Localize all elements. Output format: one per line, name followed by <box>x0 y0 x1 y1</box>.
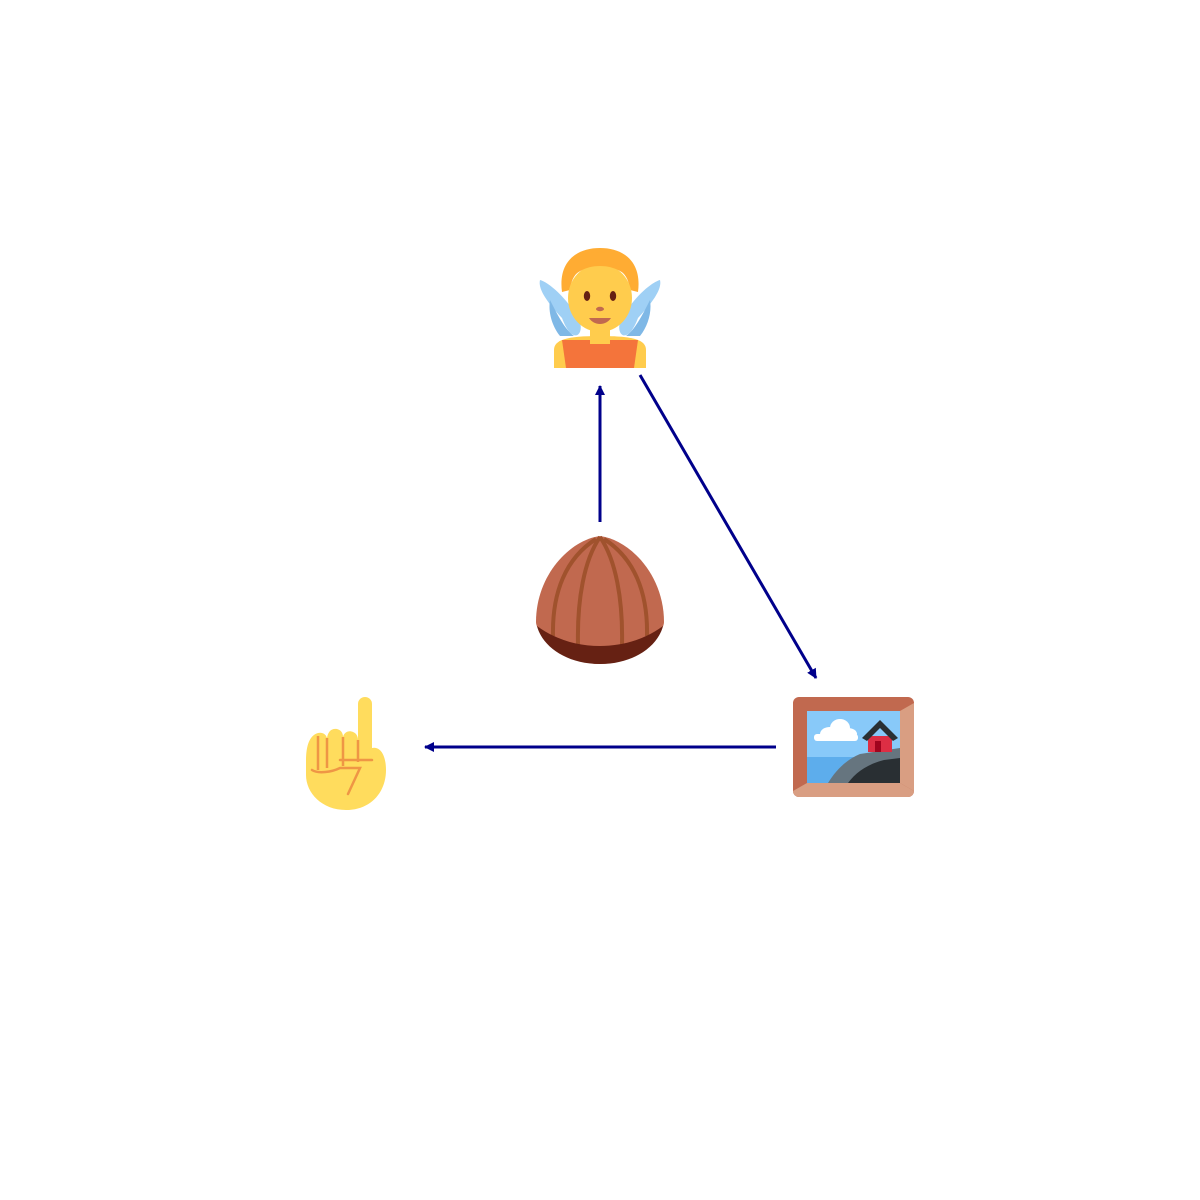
index-pointing-up-icon <box>306 697 386 810</box>
edges <box>424 374 818 752</box>
framed-picture-icon <box>793 697 914 797</box>
fairy-icon <box>539 248 661 368</box>
edge-fairy-to-framed-picture <box>638 374 818 679</box>
hazelnut-icon <box>536 535 664 664</box>
